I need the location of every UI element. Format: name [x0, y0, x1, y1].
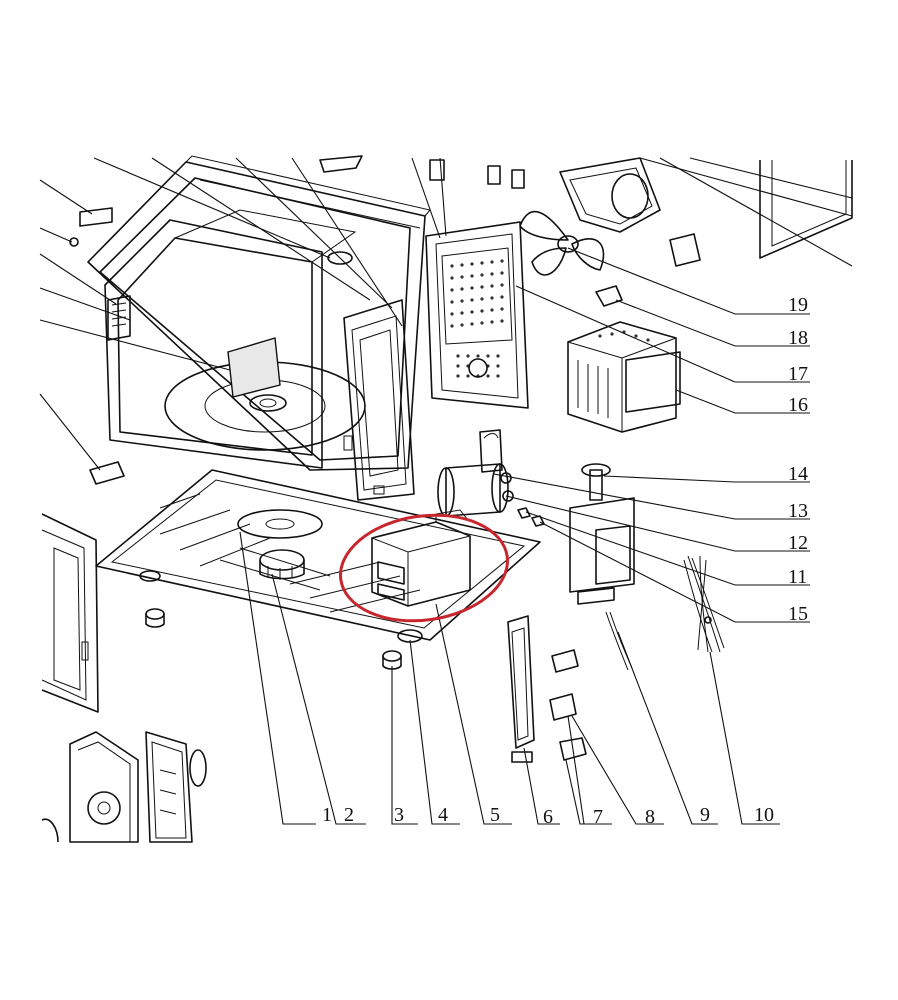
callout-6: 6: [543, 806, 553, 828]
leader-lines: [39, 157, 853, 825]
callout-18: 18: [788, 327, 808, 349]
callout-3: 3: [394, 804, 404, 826]
callout-9: 9: [700, 804, 710, 826]
thermostat-bracket: [569, 463, 635, 605]
control-panel: [41, 731, 207, 843]
sensor-lead: [605, 611, 633, 671]
cooling-fan: [519, 157, 701, 307]
highlight-circle: [339, 513, 509, 623]
oven-cavity: [87, 155, 431, 471]
callout-12: 12: [788, 532, 808, 554]
callout-10: 10: [754, 804, 774, 826]
callout-1: 1: [322, 804, 332, 826]
magnetron: [567, 321, 681, 433]
callout-8: 8: [645, 806, 655, 828]
door-panel: [41, 513, 99, 713]
callout-5: 5: [490, 804, 500, 826]
callout-14: 14: [788, 463, 808, 485]
interlock-switch-assembly: [507, 615, 587, 763]
callout-17: 17: [788, 363, 808, 385]
waveguide-panel: [425, 221, 529, 409]
callout-19: 19: [788, 294, 808, 316]
callout-13: 13: [788, 500, 808, 522]
cavity-front-frame: [343, 299, 415, 501]
top-small-parts: [69, 155, 525, 485]
callout-16: 16: [788, 394, 808, 416]
callout-2: 2: [344, 804, 354, 826]
turntable-motor: [237, 509, 323, 580]
callout-labels: 19 18 17 16 14 13 12 11 15 1 2 3 4 5 6 7…: [322, 294, 808, 828]
callout-11: 11: [788, 566, 807, 588]
wire-harness: [683, 555, 725, 653]
callout-7: 7: [593, 806, 603, 828]
outer-case: [759, 160, 853, 259]
rubber-feet: [145, 608, 402, 670]
capacitor: [437, 429, 545, 527]
callout-4: 4: [438, 804, 448, 826]
base-plate: [95, 469, 541, 643]
high-voltage-transformer: [371, 509, 471, 607]
callout-15: 15: [788, 603, 808, 625]
